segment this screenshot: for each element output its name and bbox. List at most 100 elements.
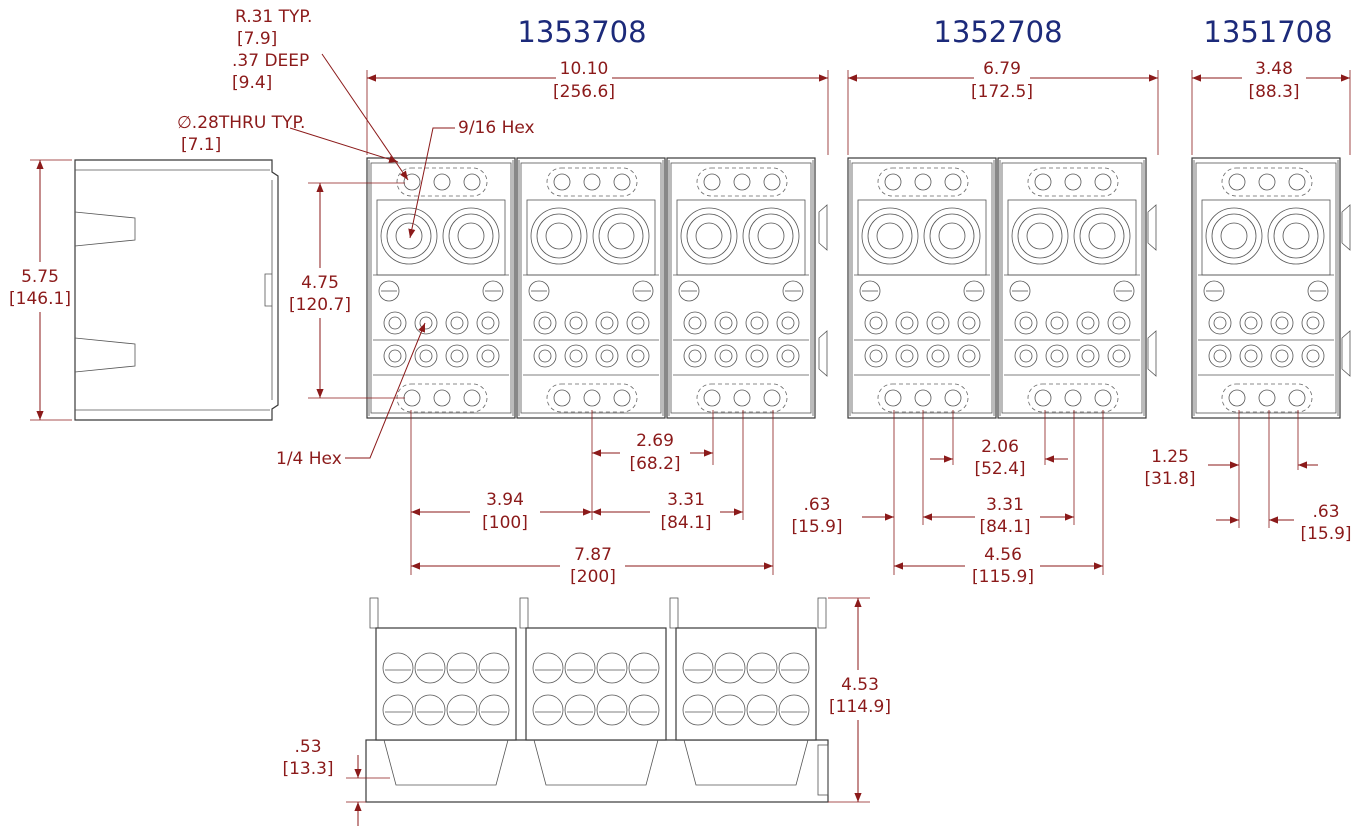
hex-screw-small — [688, 349, 702, 363]
dim-base-mm: [13.3] — [282, 759, 333, 779]
tap-port — [626, 344, 650, 368]
dim-063b-mm: [15.9] — [1300, 524, 1351, 544]
tap-opening — [478, 652, 510, 684]
mounting-hole — [944, 389, 962, 407]
callout-hole-mm: [7.1] — [181, 135, 221, 155]
tap-port — [626, 311, 650, 335]
dim-mount-height-in: 4.75 — [301, 273, 339, 293]
hex-screw-small — [569, 316, 583, 330]
hex-screw-small — [600, 349, 614, 363]
dim-269-in: 2.69 — [636, 431, 674, 451]
hex-screw-small — [719, 316, 733, 330]
hex-screw-small — [781, 316, 795, 330]
tap-opening — [478, 694, 510, 726]
dim-063a-in: .63 — [803, 495, 830, 515]
tap-port — [1270, 344, 1294, 368]
clamp-screw — [1307, 280, 1329, 302]
mounting-hole — [884, 389, 902, 407]
dim-width-1351-mm: [88.3] — [1248, 82, 1299, 102]
hex-screw-small — [1050, 316, 1064, 330]
hex-screw-small — [481, 316, 495, 330]
mounting-hole — [1228, 173, 1246, 191]
hex-screw-large — [607, 222, 635, 250]
hex-screw-small — [962, 316, 976, 330]
hex-screw-small — [931, 349, 945, 363]
lug-port — [680, 207, 738, 265]
mounting-hole — [433, 173, 451, 191]
tap-port — [476, 344, 500, 368]
hex-screw-small — [869, 316, 883, 330]
hex-screw-small — [1081, 349, 1095, 363]
tap-opening — [382, 694, 414, 726]
clamp-screw — [528, 280, 550, 302]
hex-screw-large — [757, 222, 785, 250]
hex-screw-small — [750, 349, 764, 363]
side-clip — [818, 204, 828, 251]
tap-port — [1014, 311, 1038, 335]
tap-opening — [596, 652, 628, 684]
hex-screw-large — [545, 222, 573, 250]
hex-screw-small — [450, 316, 464, 330]
dim-456-mm: [115.9] — [972, 567, 1034, 587]
block-body — [666, 157, 816, 419]
front-view-1352708 — [847, 157, 1157, 419]
lug-port — [530, 207, 588, 265]
lug-port — [861, 207, 919, 265]
mounting-hole — [914, 389, 932, 407]
dim-base-in: .53 — [294, 737, 321, 757]
hex-screw-small — [869, 349, 883, 363]
tap-opening — [564, 652, 596, 684]
hex-screw-small — [1050, 349, 1064, 363]
hex-screw-large — [457, 222, 485, 250]
divider-post — [519, 597, 529, 629]
mounting-hole — [1094, 389, 1112, 407]
callout-depth: .37 DEEP — [232, 51, 309, 71]
tap-opening — [682, 652, 714, 684]
lug-port — [1205, 207, 1263, 265]
dim-mount-height-mm: [120.7] — [289, 295, 351, 315]
dim-787-mm: [200] — [570, 567, 616, 587]
tap-opening — [778, 694, 810, 726]
dim-063b-in: .63 — [1312, 502, 1339, 522]
tap-port — [895, 311, 919, 335]
lug-port — [380, 207, 438, 265]
block-body — [847, 157, 997, 419]
tap-port — [1107, 344, 1131, 368]
mounting-hole — [763, 389, 781, 407]
dim-394-mm: [100] — [482, 513, 528, 533]
lug-port — [592, 207, 650, 265]
mounting-slot-top — [696, 167, 788, 197]
tap-port — [533, 344, 557, 368]
side-clip — [1341, 330, 1351, 377]
clamp-screw — [378, 280, 400, 302]
hex-screw-small — [631, 349, 645, 363]
mounting-slot-bottom — [696, 383, 788, 413]
divider-post — [369, 597, 379, 629]
tap-opening — [414, 694, 446, 726]
tap-opening — [596, 694, 628, 726]
tap-port — [776, 311, 800, 335]
dim-331a-mm: [84.1] — [660, 513, 711, 533]
foot-cutout — [683, 739, 809, 786]
tap-opening — [382, 652, 414, 684]
hex-screw-large — [695, 222, 723, 250]
front-view-1353708 — [366, 157, 828, 419]
dimension-labels: R.31 TYP. [7.9] .37 DEEP [9.4] ∅.28THRU … — [9, 7, 1352, 779]
tap-opening — [746, 694, 778, 726]
tap-opening — [564, 694, 596, 726]
hex-screw-large — [1220, 222, 1248, 250]
mounting-slot-bottom — [1027, 383, 1119, 413]
tap-port — [745, 344, 769, 368]
tap-port — [1014, 344, 1038, 368]
hex-screw-small — [419, 349, 433, 363]
mounting-hole — [763, 173, 781, 191]
mounting-slot-top — [1221, 167, 1313, 197]
hex-screw-small — [1019, 349, 1033, 363]
clamp-screw — [859, 280, 881, 302]
tap-port — [1301, 344, 1325, 368]
tap-port — [1239, 311, 1263, 335]
mounting-hole — [1064, 173, 1082, 191]
hex-screw-small — [688, 316, 702, 330]
bottom-view — [365, 597, 829, 803]
tap-port — [533, 311, 557, 335]
